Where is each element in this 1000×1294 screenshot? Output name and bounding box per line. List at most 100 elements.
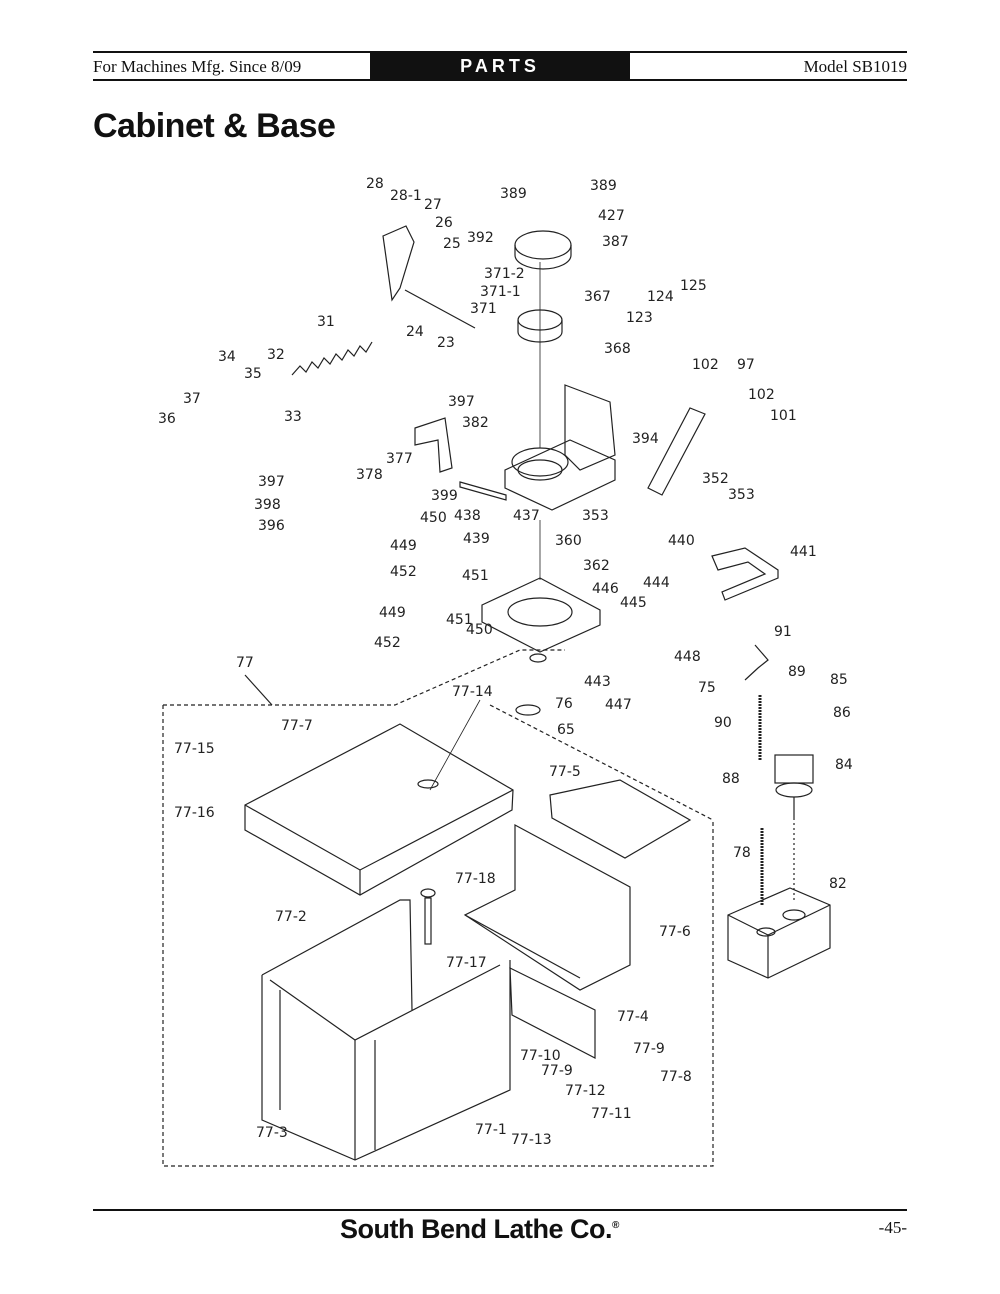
callout-label: 77-8 <box>660 1069 692 1085</box>
callout-label: 82 <box>829 876 847 892</box>
callout-label: 396 <box>258 518 285 534</box>
footer-rule <box>93 1209 907 1211</box>
registered-mark: ® <box>611 1220 619 1231</box>
callout-label: 443 <box>584 674 611 690</box>
callout-label: 77-10 <box>520 1048 561 1064</box>
callout-label: 102 <box>748 387 775 403</box>
callout-label: 77-7 <box>281 718 313 734</box>
callout-label: 26 <box>435 215 453 231</box>
callout-label: 445 <box>620 595 647 611</box>
callout-label: 77-18 <box>455 871 496 887</box>
callout-label: 441 <box>790 544 817 560</box>
callout-label: 389 <box>590 178 617 194</box>
page-title: Cabinet & Base <box>93 107 336 145</box>
callout-label: 427 <box>598 208 625 224</box>
callout-label: 362 <box>583 558 610 574</box>
callout-label: 31 <box>317 314 335 330</box>
callout-label: 77-9 <box>633 1041 665 1057</box>
page-header: For Machines Mfg. Since 8/09 PARTS Model… <box>93 51 907 81</box>
callout-label: 452 <box>390 564 417 580</box>
callout-label: 377 <box>386 451 413 467</box>
callout-label: 28 <box>366 176 384 192</box>
callout-label: 437 <box>513 508 540 524</box>
header-section-title: PARTS <box>370 53 630 79</box>
callout-label: 447 <box>605 697 632 713</box>
callout-label: 77-15 <box>174 741 215 757</box>
callout-label: 398 <box>254 497 281 513</box>
callout-label: 352 <box>702 471 729 487</box>
callout-label: 389 <box>500 186 527 202</box>
callout-label: 360 <box>555 533 582 549</box>
callout-label: 85 <box>830 672 848 688</box>
callout-label: 77-1 <box>475 1122 507 1138</box>
header-left-text: For Machines Mfg. Since 8/09 <box>93 57 302 76</box>
callout-label: 23 <box>437 335 455 351</box>
callout-label: 90 <box>714 715 732 731</box>
callout-label: 77-5 <box>549 764 581 780</box>
callout-label: 387 <box>602 234 629 250</box>
callout-label: 36 <box>158 411 176 427</box>
callout-label: 77-16 <box>174 805 215 821</box>
callout-label: 37 <box>183 391 201 407</box>
callout-label: 382 <box>462 415 489 431</box>
callout-label: 77 <box>236 655 254 671</box>
callout-label: 448 <box>674 649 701 665</box>
callout-label: 394 <box>632 431 659 447</box>
callout-label: 76 <box>555 696 573 712</box>
callout-label: 438 <box>454 508 481 524</box>
callout-label: 397 <box>448 394 475 410</box>
page-number: -45- <box>878 1218 907 1237</box>
callout-label: 451 <box>446 612 473 628</box>
callout-label: 368 <box>604 341 631 357</box>
callout-labels: 28 28-1 27 26 25 389 389 427 387 392 371… <box>158 176 853 1148</box>
callout-label: 367 <box>584 289 611 305</box>
callout-label: 35 <box>244 366 262 382</box>
callout-label: 77-4 <box>617 1009 649 1025</box>
callout-label: 77-13 <box>511 1132 552 1148</box>
callout-label: 101 <box>770 408 797 424</box>
callout-label: 78 <box>733 845 751 861</box>
callout-label: 77-14 <box>452 684 493 700</box>
callout-label: 439 <box>463 531 490 547</box>
callout-label: 65 <box>557 722 575 738</box>
callout-label: 450 <box>420 510 447 526</box>
callout-label: 77-2 <box>275 909 307 925</box>
footer-brand: South Bend Lathe Co.® <box>340 1214 619 1245</box>
callout-label: 392 <box>467 230 494 246</box>
callout-label: 353 <box>582 508 609 524</box>
callout-label: 440 <box>668 533 695 549</box>
callout-label: 450 <box>466 622 493 638</box>
callout-label: 371-2 <box>484 266 525 282</box>
callout-label: 353 <box>728 487 755 503</box>
callout-label: 28-1 <box>390 188 422 204</box>
callout-label: 88 <box>722 771 740 787</box>
callout-label: 77-17 <box>446 955 487 971</box>
callout-label: 33 <box>284 409 302 425</box>
callout-label: 77-3 <box>256 1125 288 1141</box>
callout-label: 378 <box>356 467 383 483</box>
callout-label: 34 <box>218 349 236 365</box>
callout-label: 371-1 <box>480 284 521 300</box>
diagram-drawing <box>162 225 831 1167</box>
callout-label: 452 <box>374 635 401 651</box>
callout-label: 77-12 <box>565 1083 606 1099</box>
callout-label: 91 <box>774 624 792 640</box>
callout-label: 27 <box>424 197 442 213</box>
callout-label: 77-11 <box>591 1106 632 1122</box>
footer-brand-name: South Bend Lathe Co. <box>340 1214 612 1244</box>
callout-label: 397 <box>258 474 285 490</box>
callout-label: 449 <box>390 538 417 554</box>
callout-label: 371 <box>470 301 497 317</box>
callout-label: 399 <box>431 488 458 504</box>
callout-label: 32 <box>267 347 285 363</box>
callout-label: 25 <box>443 236 461 252</box>
callout-label: 77-6 <box>659 924 691 940</box>
callout-label: 89 <box>788 664 806 680</box>
callout-label: 102 <box>692 357 719 373</box>
callout-label: 446 <box>592 581 619 597</box>
callout-label: 77-9 <box>541 1063 573 1079</box>
callout-label: 451 <box>462 568 489 584</box>
callout-label: 86 <box>833 705 851 721</box>
callout-label: 444 <box>643 575 670 591</box>
